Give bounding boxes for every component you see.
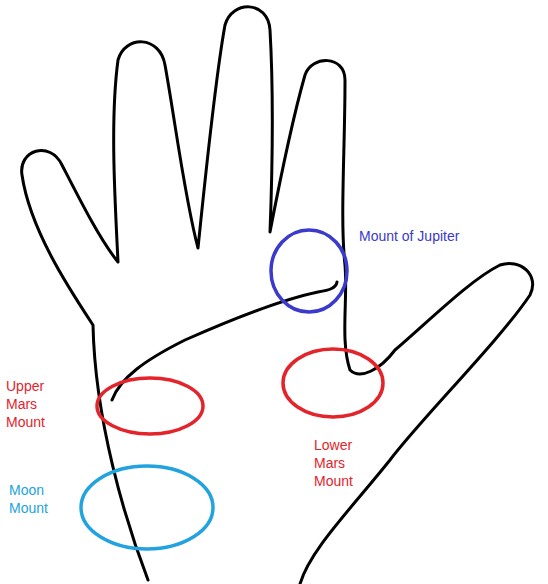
jupiter-mount: Mount of Jupiter xyxy=(269,228,349,314)
mount-label: Lower Mars Mount xyxy=(314,436,364,490)
mount-ellipse xyxy=(271,230,347,312)
mount-label: Upper Mars Mount xyxy=(6,377,56,431)
mount-ellipse xyxy=(283,349,383,417)
lower-mars-mount: Lower Mars Mount xyxy=(281,347,385,419)
mount-outline xyxy=(95,376,205,436)
mount-label: Mount of Jupiter xyxy=(359,227,459,245)
mount-outline xyxy=(269,228,349,314)
mount-label: Moon Mount xyxy=(9,481,59,517)
moon-mount: Moon Mount xyxy=(79,464,215,551)
heart-line xyxy=(112,282,337,400)
hand-outline xyxy=(22,7,533,584)
upper-mars-mount: Upper Mars Mount xyxy=(95,376,205,436)
mount-ellipse xyxy=(97,378,203,434)
mount-ellipse xyxy=(81,466,213,549)
mount-outline xyxy=(79,464,215,551)
mount-outline xyxy=(281,347,385,419)
